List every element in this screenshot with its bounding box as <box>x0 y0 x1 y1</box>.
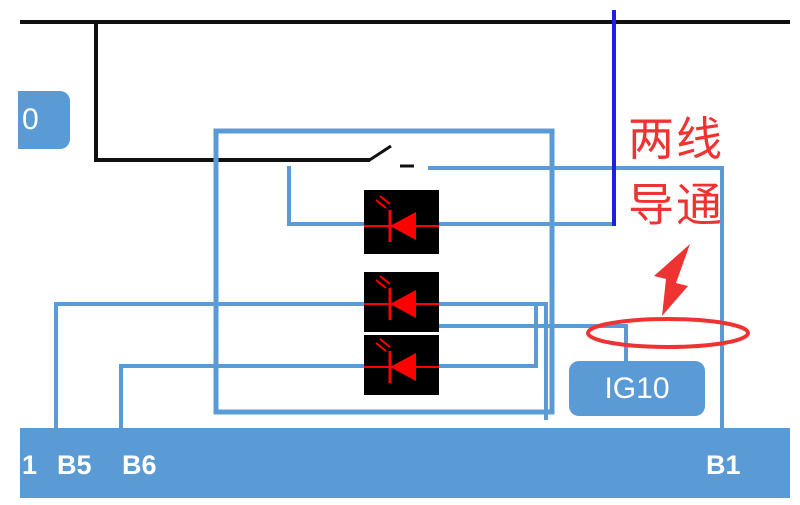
wire-b5 <box>54 302 548 430</box>
diode-icon <box>364 272 439 332</box>
annotation-line-2: 导通 <box>628 178 724 232</box>
wire-diode1-loop <box>287 166 612 226</box>
highlight-ellipse <box>586 317 750 349</box>
bus-pin-label: 1 <box>22 450 38 480</box>
bus-pin-label-b6: B6 <box>122 450 157 480</box>
pin-label-left: 0 <box>18 91 70 149</box>
arrow-icon <box>654 244 690 316</box>
diode-icon <box>364 190 439 254</box>
switch-icon <box>367 144 414 168</box>
connector-bus <box>20 428 790 498</box>
black-loop-wire <box>94 22 370 162</box>
wire-b6 <box>119 304 538 430</box>
annotation-line-1: 两线 <box>628 112 724 166</box>
pin-label-ig10: IG10 <box>569 361 705 416</box>
bus-pin-label-b5: B5 <box>57 450 92 480</box>
relay-box <box>213 128 555 415</box>
wire-ig10 <box>437 324 628 362</box>
diode-icon <box>364 335 439 395</box>
bus-pin-label-b1: B1 <box>706 450 741 480</box>
